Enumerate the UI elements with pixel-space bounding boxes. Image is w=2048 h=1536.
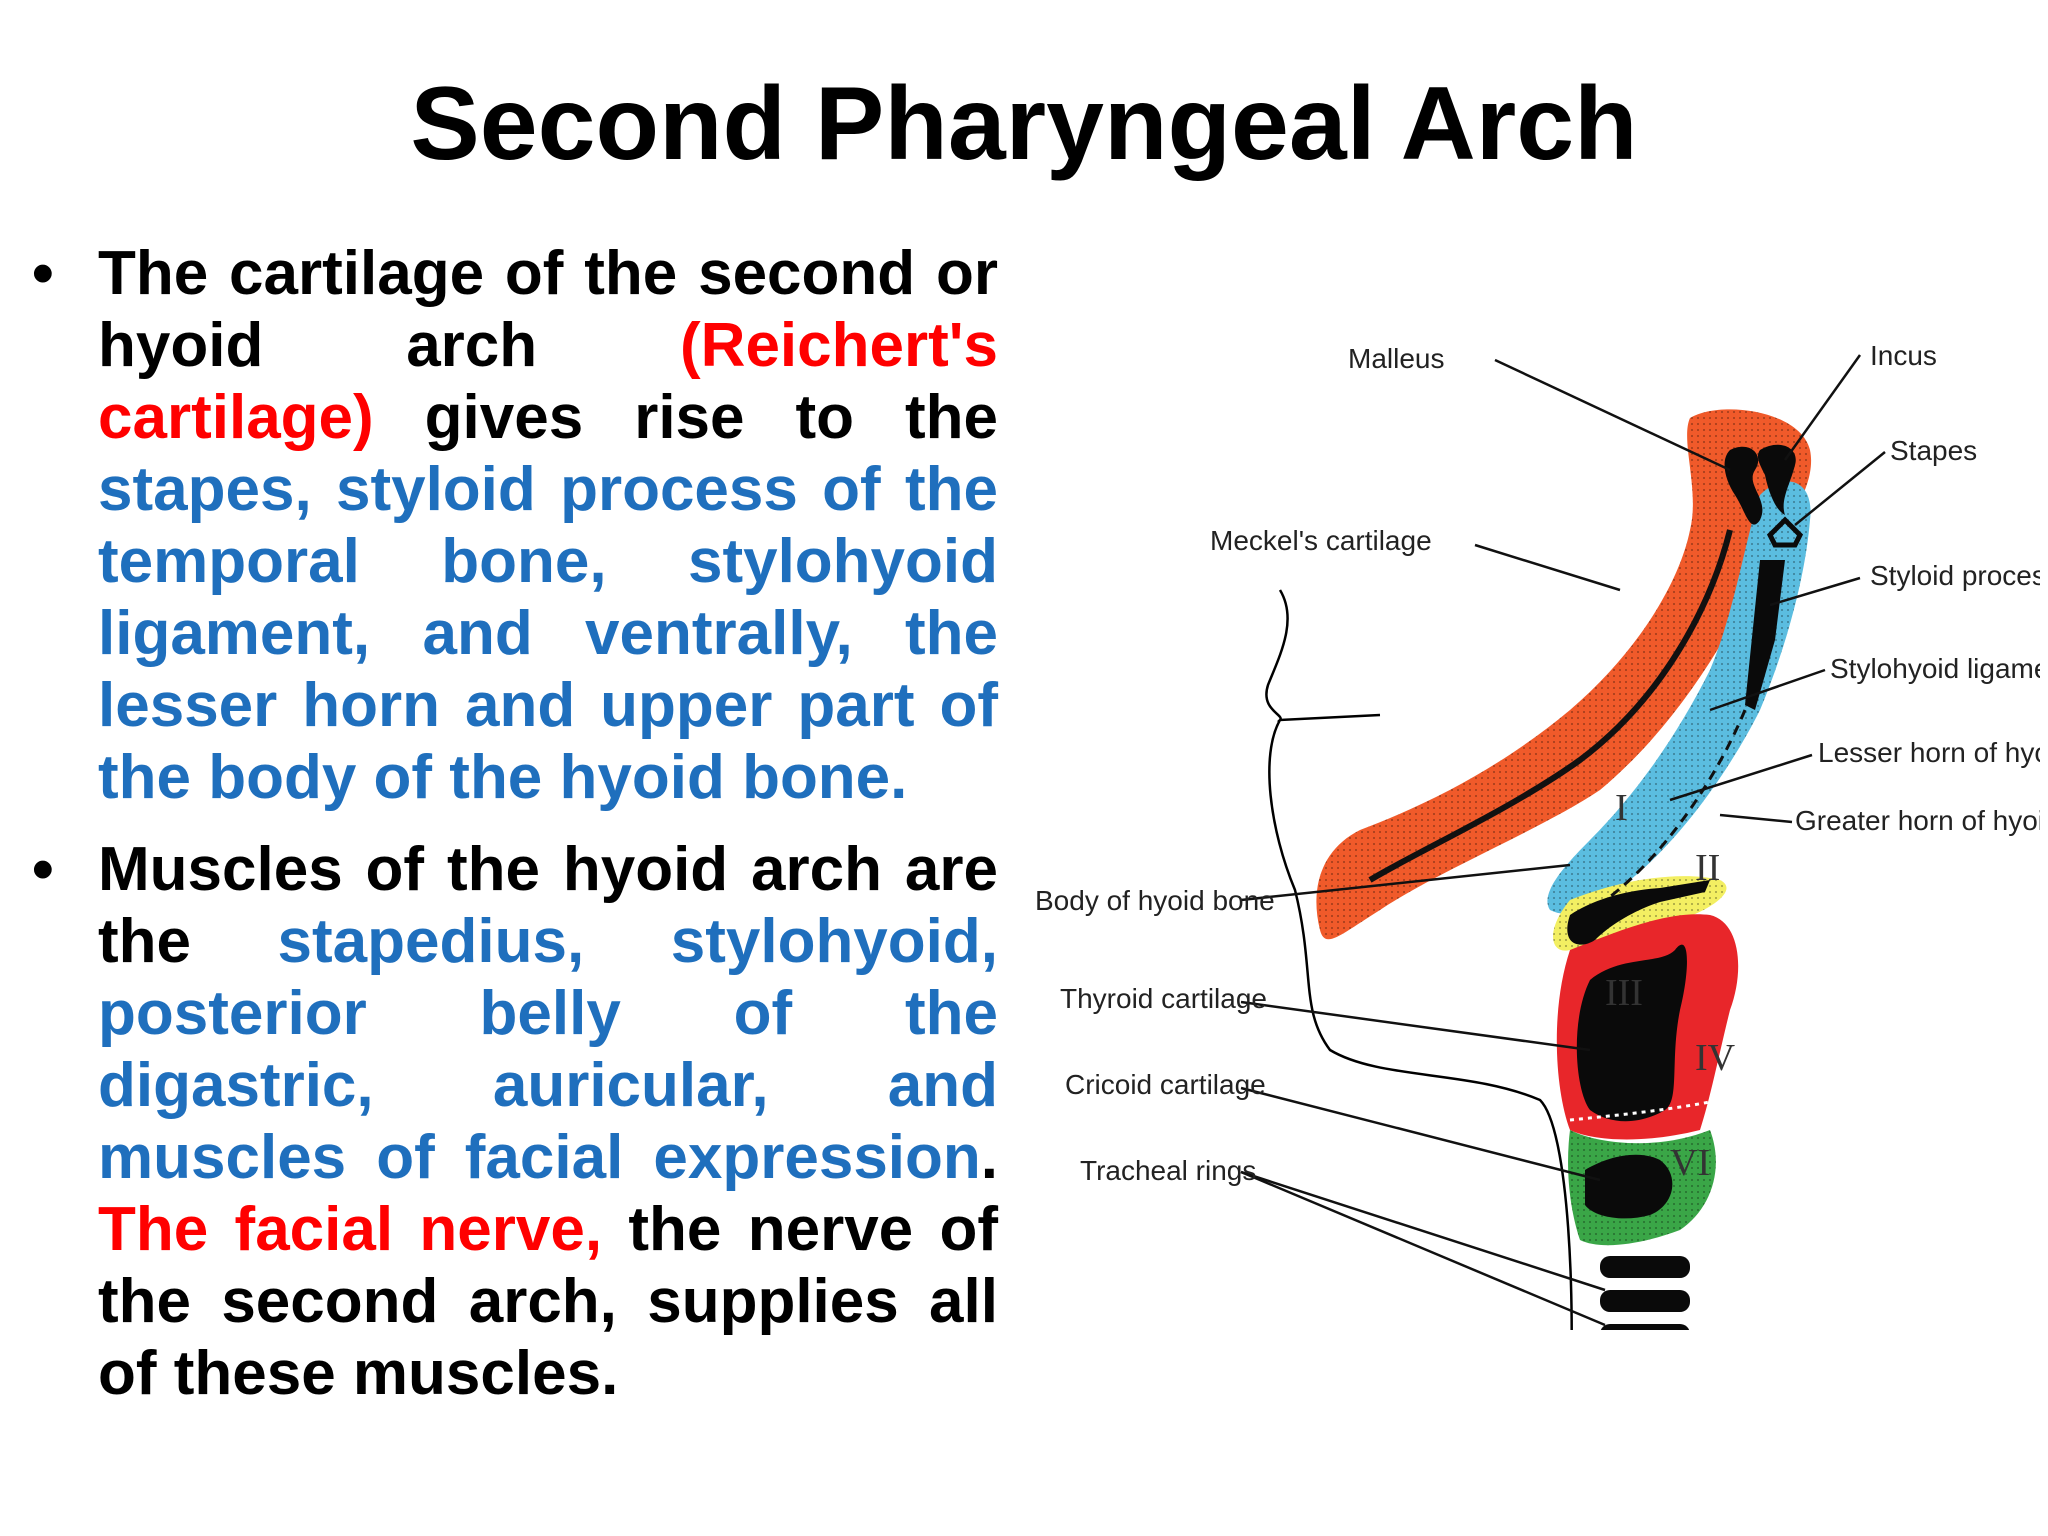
arch-numeral-II: II — [1695, 847, 1720, 889]
bullet-dot-icon: • — [32, 835, 54, 904]
label-body-of-hyoid: Body of hyoid bone — [1035, 885, 1275, 916]
slide-title: Second Pharyngeal Arch — [410, 66, 1638, 182]
bullet2-period: . — [980, 1123, 998, 1192]
label-greater-horn: Greater horn of hyoid bond — [1795, 805, 2040, 836]
face-profile-outline — [1265, 589, 1573, 1330]
label-thyroid-cartilage: Thyroid cartilage — [1060, 983, 1267, 1014]
cricoid-cartilage-shape — [1585, 1154, 1673, 1219]
tracheal-ring-3 — [1600, 1324, 1690, 1330]
pharyngeal-arch-diagram: I II III IV VI Malleus Incus Stapes Meck… — [1035, 340, 2040, 1330]
label-stylohyoid-ligament: Stylohyoid ligament — [1830, 653, 2040, 684]
stapes-shape — [1766, 516, 1804, 548]
label-lesser-horn: Lesser horn of hyoid bone — [1818, 737, 2040, 768]
hyoid-bone-shape — [1567, 880, 1710, 945]
arch-numeral-III: III — [1605, 972, 1643, 1014]
meckels-cartilage-rod — [1368, 529, 1733, 883]
label-styloid-process: Styloid process — [1870, 560, 2040, 591]
bullet1-derivatives: stapes, styloid process of the temporal … — [98, 455, 998, 812]
bullet2-text-2: the nerve of the second arch, supplies a… — [98, 1195, 998, 1408]
bullet-dot-icon: • — [32, 239, 54, 308]
bullet2-muscles: stapedius, stylohyoid, posterior belly o… — [98, 907, 998, 1192]
bullet2-facial-nerve: The facial nerve, — [98, 1195, 603, 1264]
bullet-list: • The cartilage of the second or hyoid a… — [18, 238, 998, 1430]
malleus-shape — [1724, 446, 1763, 525]
label-cricoid-cartilage: Cricoid cartilage — [1065, 1069, 1266, 1100]
arch-numeral-IV: IV — [1695, 1037, 1736, 1079]
label-incus: Incus — [1870, 340, 1937, 371]
label-malleus: Malleus — [1348, 343, 1444, 374]
bullet1-text-2: gives rise to the — [373, 383, 998, 452]
label-stapes: Stapes — [1890, 435, 1977, 466]
label-tracheal-rings: Tracheal rings — [1080, 1155, 1256, 1186]
bullet1-text-1: The cartilage of the second or hyoid arc… — [98, 239, 998, 380]
tracheal-ring-1 — [1600, 1256, 1690, 1278]
bullet-item-cartilage: • The cartilage of the second or hyoid a… — [18, 238, 998, 814]
bullet-item-muscles: • Muscles of the hyoid arch are the stap… — [18, 834, 998, 1410]
arch-numeral-I: I — [1615, 787, 1628, 829]
thyroid-cartilage-shape — [1576, 944, 1687, 1122]
incus-shape — [1757, 444, 1796, 515]
label-meckels-cartilage: Meckel's cartilage — [1210, 525, 1432, 556]
bullet1-reicherts: (Reichert's cartilage) — [98, 311, 998, 452]
arch-numeral-VI: VI — [1670, 1142, 1710, 1184]
bullet2-text-1: Muscles of the hyoid arch are the — [98, 835, 998, 976]
styloid-process-shape — [1745, 560, 1785, 710]
tracheal-ring-2 — [1600, 1290, 1690, 1312]
